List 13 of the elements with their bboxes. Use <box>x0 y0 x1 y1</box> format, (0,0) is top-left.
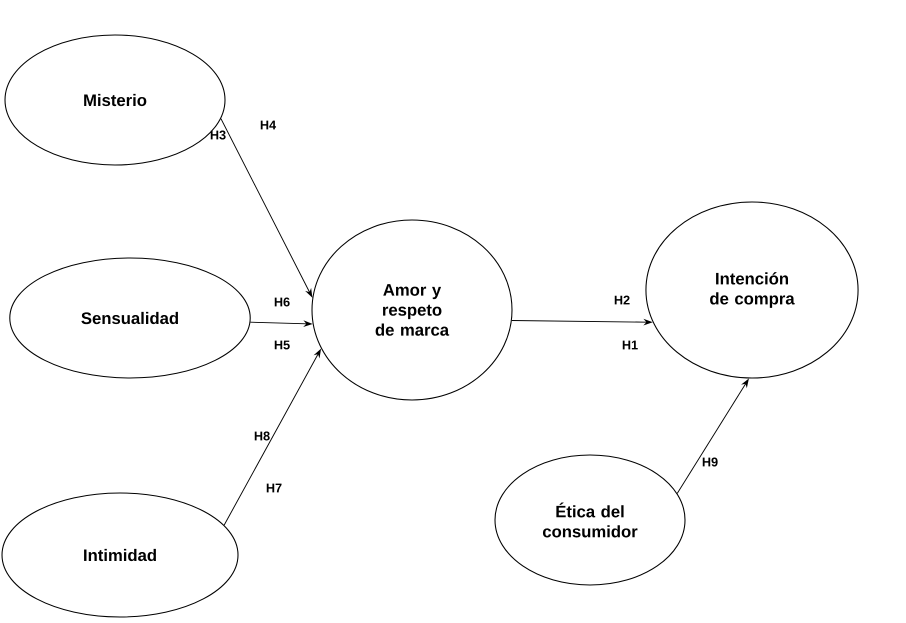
ellipse-node: Intención de compra <box>645 201 859 379</box>
edge-label: H6 <box>274 298 290 306</box>
ellipse-node: Sensualidad <box>9 257 251 379</box>
ellipse-node: Amor y respeto de marca <box>311 219 513 401</box>
edge-label: H4 <box>260 120 276 130</box>
edge-label: H7 <box>266 484 282 492</box>
hypothesis-label: H3 <box>210 130 226 140</box>
ellipse-node: Intimidad <box>1 492 239 618</box>
hypothesis-label: H8 <box>254 432 270 440</box>
edge-label: H9 <box>702 458 718 466</box>
hypothesis-label: H5 <box>274 340 290 350</box>
ellipse-node: Ética del consumidor <box>494 454 686 586</box>
edge-label: H2 <box>614 296 630 304</box>
